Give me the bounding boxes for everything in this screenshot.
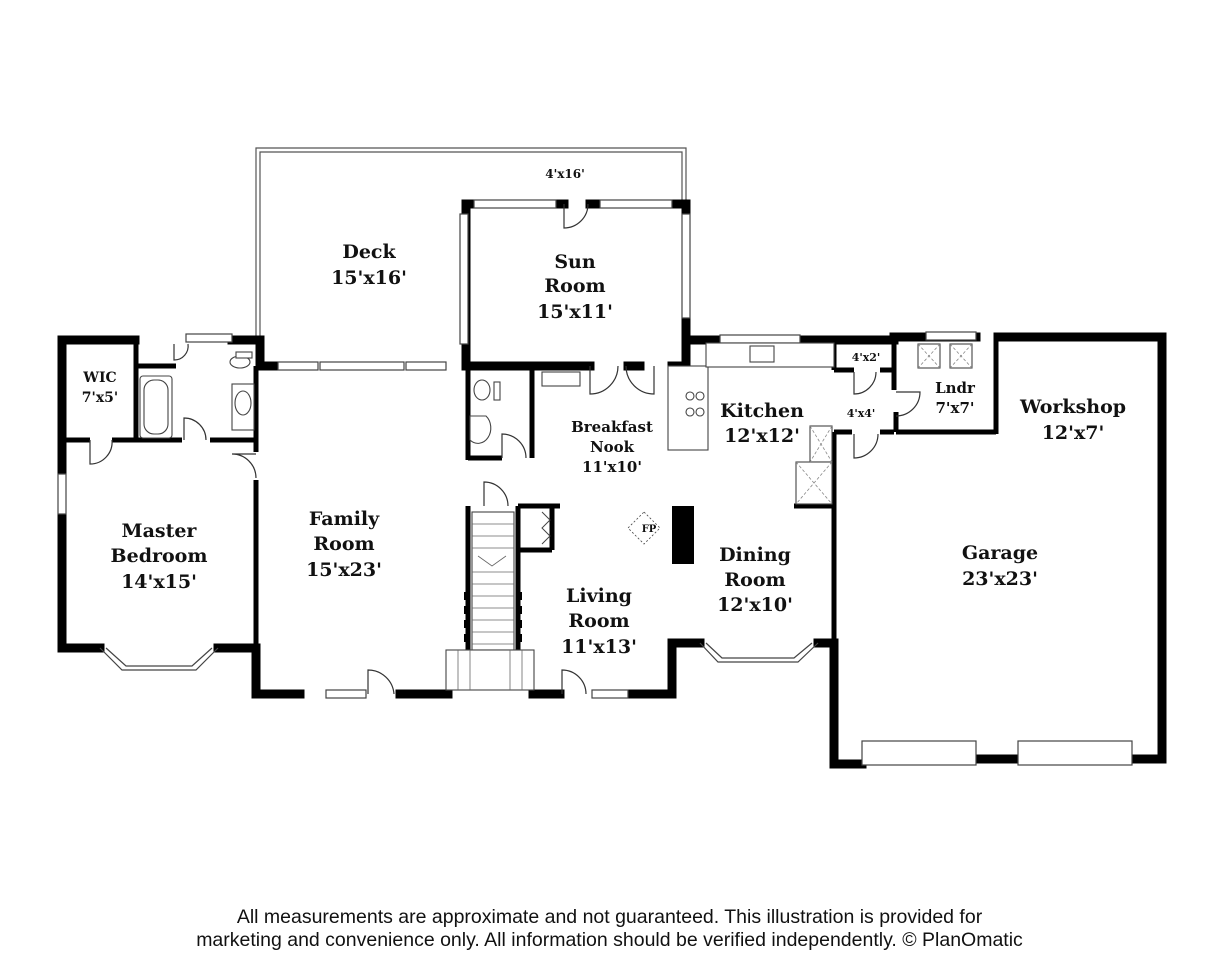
workshop-name: Workshop [1019, 396, 1126, 418]
dining-room-name-1: Dining [719, 544, 791, 566]
laundry-size: 7'x7' [935, 399, 974, 417]
room-labels: 4'x16' Deck 15'x16' Sun Room 15'x11' WIC… [82, 167, 1126, 658]
dining-room-size: 12'x10' [717, 594, 793, 616]
disclaimer-line-1: All measurements are approximate and not… [236, 906, 983, 928]
interior-walls [66, 340, 999, 650]
family-room-name-1: Family [309, 508, 380, 530]
laundry-name: Lndr [935, 379, 976, 397]
kitchen-name: Kitchen [720, 400, 804, 422]
living-room-name-2: Room [568, 610, 629, 632]
walls [57, 199, 1167, 769]
stair-treads [457, 523, 523, 690]
stair-balusters [464, 592, 522, 642]
living-room-name-1: Living [566, 585, 632, 607]
bay-windows [99, 642, 819, 671]
master-bedroom-name-2: Bedroom [111, 545, 208, 567]
master-bedroom-name-1: Master [122, 520, 198, 542]
family-room-size: 15'x23' [306, 559, 382, 581]
floor-plan: FP 4'x16' Deck 15'x16' Sun Room 15'x11' … [57, 147, 1167, 769]
disclaimer: All measurements are approximate and not… [0, 906, 1219, 952]
master-bedroom-size: 14'x15' [121, 571, 197, 593]
kitchen-size: 12'x12' [724, 425, 800, 447]
garage-size: 23'x23' [962, 568, 1038, 590]
sun-room-name-1: Sun [554, 251, 596, 273]
wic-name: WIC [82, 370, 116, 386]
workshop-size: 12'x7' [1042, 422, 1105, 444]
deck-size: 15'x16' [331, 267, 407, 289]
sun-room-size: 15'x11' [537, 301, 613, 323]
dining-room-name-2: Room [724, 569, 785, 591]
breakfast-nook-size: 11'x10' [582, 458, 642, 476]
fireplace-symbol: FP [627, 511, 661, 545]
disclaimer-line-2: marketing and convenience only. All info… [196, 929, 1023, 951]
deck-ext-size: 4'x16' [545, 167, 585, 181]
breakfast-nook-name-1: Breakfast [571, 418, 653, 436]
living-room-size: 11'x13' [561, 636, 637, 658]
breakfast-nook-name-2: Nook [590, 438, 635, 456]
deck-outline [255, 147, 687, 340]
family-room-name-2: Room [313, 533, 374, 555]
closet-4x2-size: 4'x2' [852, 351, 881, 364]
fireplace-label: FP [642, 524, 657, 535]
doors [89, 203, 921, 695]
windows [57, 199, 1133, 766]
closet-4x4-size: 4'x4' [847, 407, 876, 420]
sun-room-name-2: Room [544, 275, 605, 297]
wic-size: 7'x5' [82, 390, 118, 406]
bifold-door [541, 511, 551, 545]
garage-name: Garage [962, 542, 1038, 564]
fixtures [139, 342, 973, 691]
fireplace-block [672, 506, 694, 564]
fixture-crosses [795, 343, 973, 505]
deck-name: Deck [342, 241, 396, 263]
